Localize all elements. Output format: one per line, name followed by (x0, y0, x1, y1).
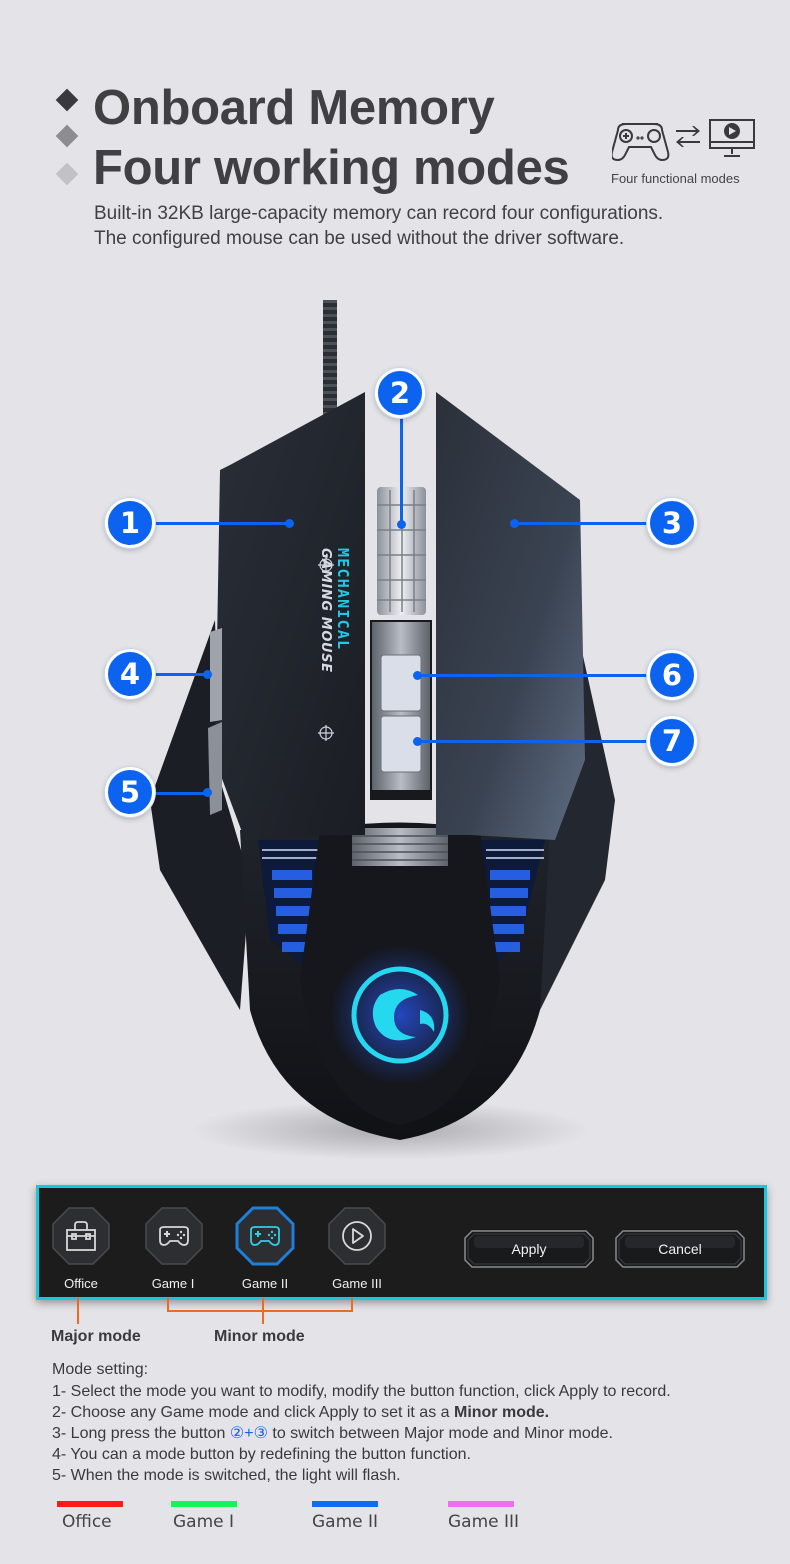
legend-swatch-game-3 (448, 1501, 514, 1507)
callout-anchor-dot (203, 788, 212, 797)
mode-button-office[interactable] (51, 1206, 111, 1266)
callout-badge-right-button: 3 (647, 498, 697, 548)
apply-button-label: Apply (511, 1241, 547, 1257)
legend-label-office: Office (62, 1512, 112, 1532)
legend-label-game-2: Game II (312, 1512, 379, 1532)
callout-leader-line (150, 522, 290, 525)
minor-mode-connector (167, 1310, 353, 1312)
callout-anchor-dot (510, 519, 519, 528)
callout-anchor-dot (203, 670, 212, 679)
page-subtitle: Four working modes (93, 141, 570, 195)
callout-leader-line (418, 740, 653, 743)
modes-icon-caption: Four functional modes (611, 171, 740, 186)
instruction-text: 3- Long press the button (52, 1425, 230, 1442)
instruction-text: to switch between Major mode and Minor m… (267, 1425, 613, 1442)
description-line: The configured mouse can be used without… (94, 228, 625, 249)
play-circle-icon (342, 1221, 372, 1251)
minor-mode-label: Minor mode (214, 1328, 305, 1345)
callout-badge-left-button: 1 (105, 498, 155, 548)
callout-leader-line (418, 674, 653, 677)
bullet-diamond-icon (55, 124, 79, 148)
bullet-diamond-icon (55, 162, 79, 186)
mode-button-game-1[interactable] (144, 1206, 204, 1266)
mode-label-game-1: Game I (151, 1276, 195, 1291)
mode-button-game-2[interactable] (235, 1206, 295, 1266)
mode-label-game-3: Game III (332, 1276, 382, 1291)
mode-label-office: Office (64, 1276, 98, 1291)
svg-text:GAMING MOUSE: GAMING MOUSE (318, 548, 333, 673)
mouse-illustration: MECHANICAL GAMING MOUSE 1 2 3 4 5 6 7 (0, 290, 790, 1170)
cancel-button-label: Cancel (658, 1241, 702, 1257)
page-title: Onboard Memory (93, 81, 495, 135)
callout-badge-side-back: 5 (105, 767, 155, 817)
gamepad-icon (250, 1226, 280, 1246)
callout-leader-line (150, 673, 208, 676)
bullet-diamond-icon (55, 88, 79, 112)
instruction-text: 2- Choose any Game mode and click Apply … (52, 1404, 454, 1421)
callout-leader-line (515, 522, 655, 525)
instruction-step: 3- Long press the button ②+③ to switch b… (52, 1423, 613, 1444)
instruction-step: 5- When the mode is switched, the light … (52, 1467, 401, 1484)
major-mode-connector (77, 1298, 79, 1324)
legend-label-game-1: Game I (173, 1512, 235, 1532)
minor-mode-connector (167, 1298, 169, 1311)
instruction-emphasis: Minor mode. (453, 1404, 550, 1421)
instruction-step: 4- You can a mode button by redefining t… (52, 1446, 471, 1463)
gaming-mouse-image: MECHANICAL GAMING MOUSE (150, 300, 615, 1160)
mode-label-game-2: Game II (241, 1276, 289, 1291)
callout-badge-dpi-down: 7 (647, 716, 697, 766)
description-line: Built-in 32KB large-capacity memory can … (94, 203, 664, 224)
gamepad-monitor-switch-icon (612, 119, 755, 162)
circled-button-numbers: ②+③ (229, 1425, 268, 1442)
gamepad-icon (159, 1226, 189, 1246)
callout-anchor-dot (413, 737, 422, 746)
callout-badge-side-forward: 4 (105, 649, 155, 699)
apply-button[interactable]: Apply (464, 1230, 594, 1268)
legend-swatch-office (57, 1501, 123, 1507)
callout-leader-line (150, 792, 208, 795)
major-mode-label: Major mode (51, 1328, 141, 1345)
mode-selection-panel: Office Game I Game II (36, 1185, 767, 1300)
callout-anchor-dot (413, 671, 422, 680)
instruction-step: 1- Select the mode you want to modify, m… (52, 1383, 671, 1400)
legend-swatch-game-1 (171, 1501, 237, 1507)
instructions-heading: Mode setting: (52, 1361, 149, 1378)
cancel-button[interactable]: Cancel (615, 1230, 745, 1268)
callout-anchor-dot (397, 520, 406, 529)
legend-swatch-game-2 (312, 1501, 378, 1507)
legend-label-game-3: Game III (448, 1512, 520, 1532)
mode-button-game-3[interactable] (327, 1206, 387, 1266)
callout-anchor-dot (285, 519, 294, 528)
toolbox-icon (66, 1221, 96, 1251)
callout-badge-scroll-wheel: 2 (375, 368, 425, 418)
callout-badge-dpi-up: 6 (647, 650, 697, 700)
svg-text:MECHANICAL: MECHANICAL (334, 548, 352, 650)
instruction-step: 2- Choose any Game mode and click Apply … (52, 1402, 549, 1423)
callout-leader-line (400, 415, 403, 525)
minor-mode-connector (351, 1298, 353, 1311)
